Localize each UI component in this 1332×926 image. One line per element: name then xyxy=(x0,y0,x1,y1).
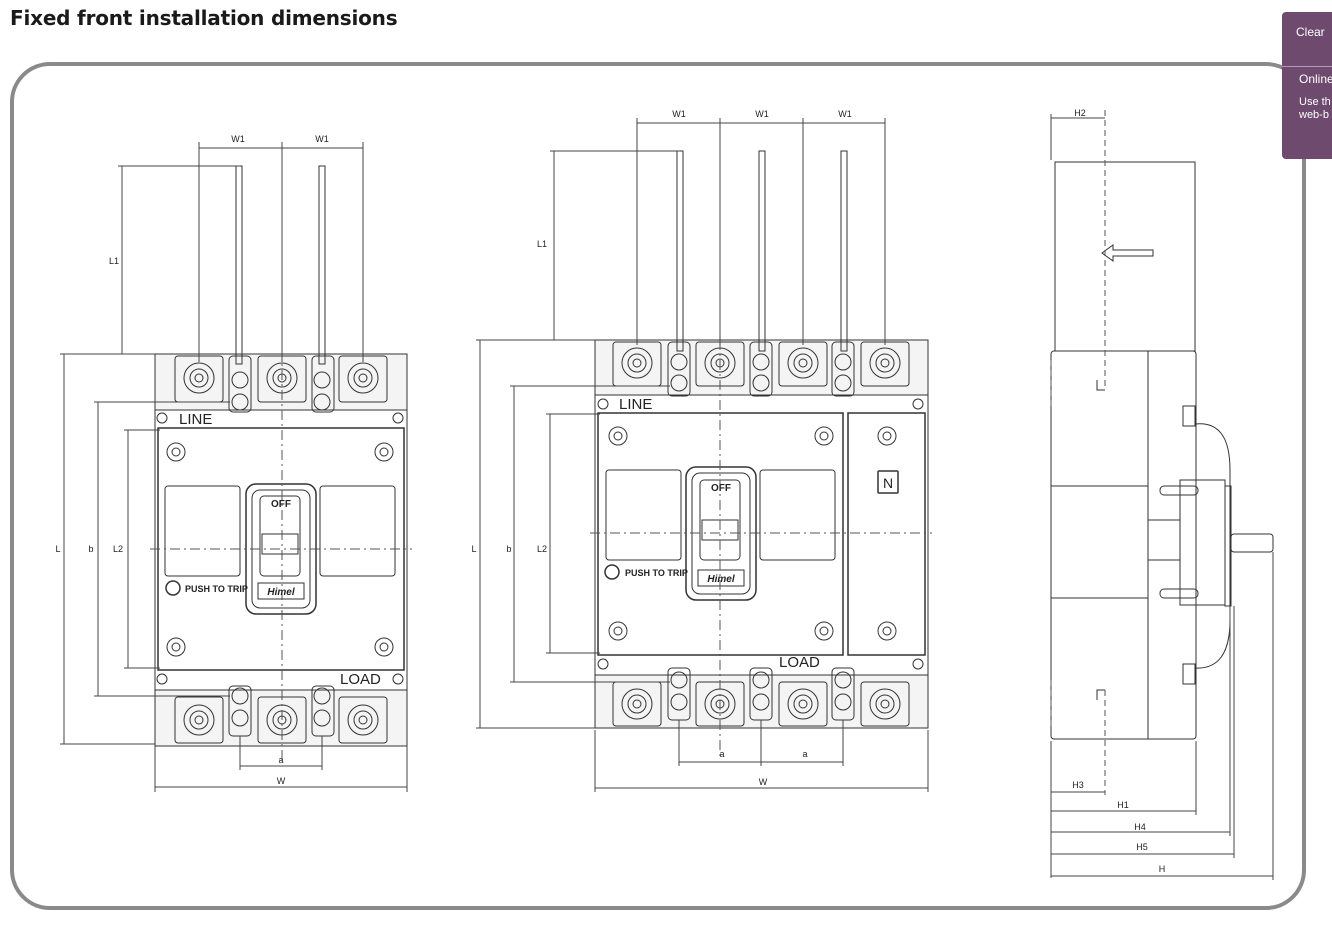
label-h4: H4 xyxy=(1134,822,1146,832)
label-l2-4p: L2 xyxy=(537,544,547,554)
side-view xyxy=(1050,110,1274,880)
line-label-4p: LINE xyxy=(619,396,652,413)
diagram-frame xyxy=(10,62,1306,910)
page-title: Fixed front installation dimensions xyxy=(10,6,398,30)
dimension-lines-view1 xyxy=(60,142,408,792)
push-to-trip-label: PUSH TO TRIP xyxy=(185,584,248,594)
label-h3: H3 xyxy=(1072,780,1084,790)
connection-bars xyxy=(235,165,326,365)
neutral-label: N xyxy=(883,475,893,491)
front-view-4-pole xyxy=(476,118,932,792)
dimension-lines-view3 xyxy=(1050,114,1274,880)
cover-screws xyxy=(156,412,404,685)
label-w: W xyxy=(277,776,286,786)
label-w-4p: W xyxy=(759,777,768,787)
panel-help-text: Use th web-b xyxy=(1299,96,1331,122)
push-to-trip-button xyxy=(165,580,181,596)
push-to-trip-label-4p: PUSH TO TRIP xyxy=(625,568,688,578)
label-w1-e: W1 xyxy=(838,109,852,119)
label-a-4p-1: a xyxy=(719,749,724,759)
panel-divider xyxy=(1282,66,1332,67)
label-w1-a: W1 xyxy=(231,134,245,144)
push-to-trip-button-4p xyxy=(604,564,620,580)
label-a: a xyxy=(278,755,283,765)
label-l-4p: L xyxy=(471,544,476,554)
neutral-marker xyxy=(877,470,899,494)
label-w1-b: W1 xyxy=(315,134,329,144)
label-h2: H2 xyxy=(1074,108,1086,118)
label-l1: L1 xyxy=(109,256,119,266)
clear-button[interactable]: Clear xyxy=(1296,25,1325,39)
label-h1: H1 xyxy=(1117,800,1129,810)
help-line-2: web-b xyxy=(1299,109,1329,121)
operating-handle xyxy=(245,483,317,615)
bottom-terminals xyxy=(174,685,388,744)
load-label-4p: LOAD xyxy=(779,654,820,671)
label-w1-d: W1 xyxy=(755,109,769,119)
label-l: L xyxy=(55,544,60,554)
label-l2: L2 xyxy=(113,544,123,554)
label-b-4p: b xyxy=(506,544,511,554)
label-w1-c: W1 xyxy=(672,109,686,119)
label-b: b xyxy=(88,544,93,554)
online-label: Online xyxy=(1299,72,1332,86)
off-label-4p: OFF xyxy=(711,483,731,494)
front-view-3-pole xyxy=(60,142,412,792)
side-panel[interactable]: Clear Online Use th web-b xyxy=(1282,12,1332,159)
label-l1-4p: L1 xyxy=(537,239,547,249)
label-a-4p-2: a xyxy=(802,749,807,759)
cover-screws-4p xyxy=(597,398,924,670)
label-h5: H5 xyxy=(1136,842,1148,852)
dimension-lines-view2 xyxy=(476,118,929,792)
line-label: LINE xyxy=(179,411,212,428)
help-line-1: Use th xyxy=(1299,96,1331,108)
brand-logo: Himel xyxy=(267,587,294,598)
top-terminals xyxy=(174,355,388,413)
brand-logo-4p: Himel xyxy=(707,574,734,585)
load-label: LOAD xyxy=(340,671,381,688)
arrow-icon xyxy=(1101,244,1154,262)
side-body xyxy=(1050,350,1197,740)
label-h: H xyxy=(1159,864,1166,874)
off-label: OFF xyxy=(271,499,291,510)
